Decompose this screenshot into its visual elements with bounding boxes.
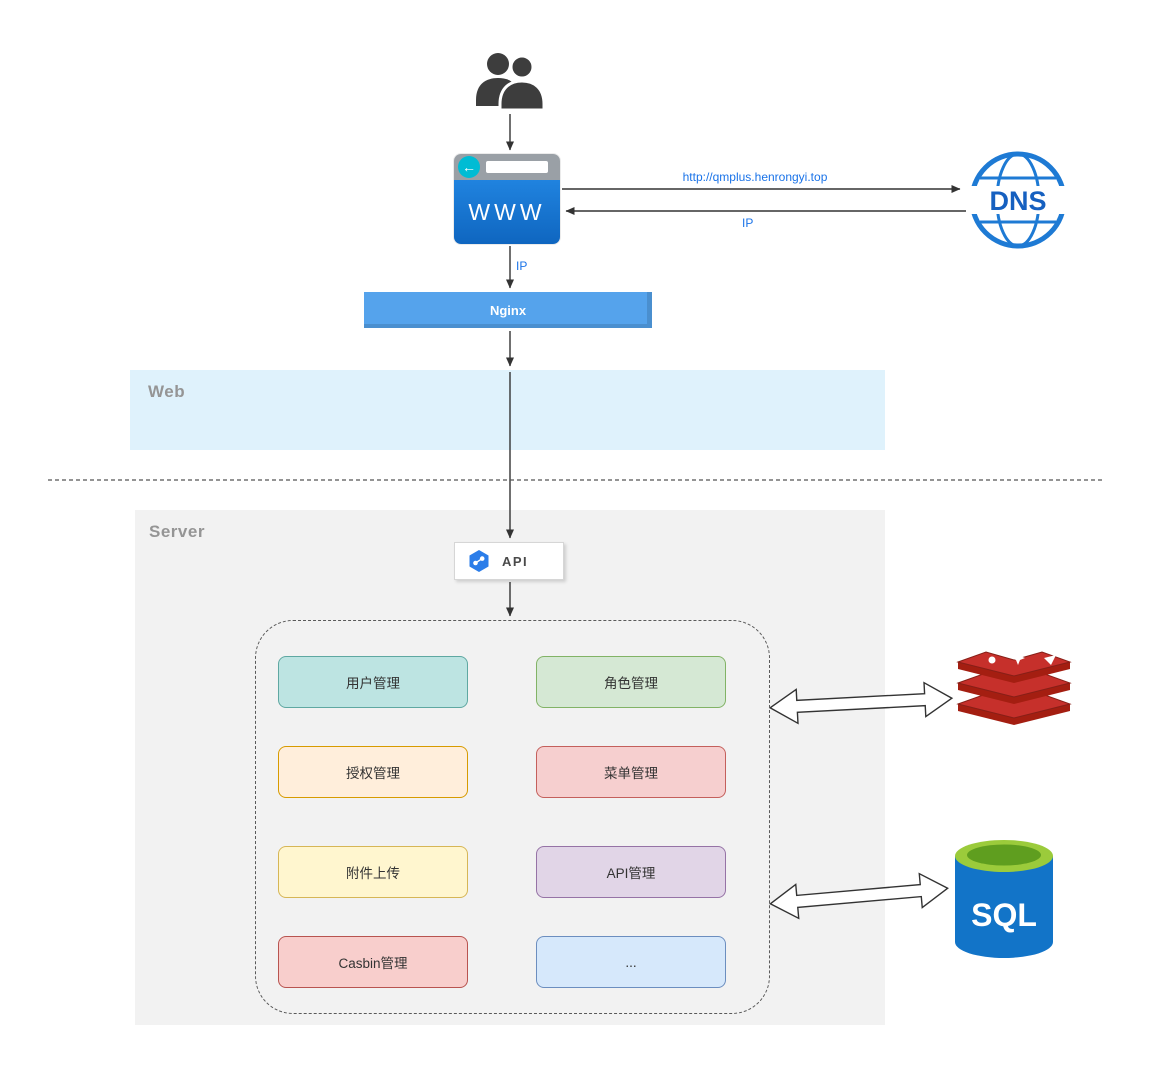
sql-database-icon: SQL [955, 840, 1053, 958]
dns-globe-icon: DNS [968, 151, 1068, 249]
module-box-3: 授权管理 [278, 746, 468, 798]
module-box-5: 附件上传 [278, 846, 468, 898]
server-zone-label: Server [149, 522, 205, 541]
edge-label-ip-request: IP [516, 259, 528, 273]
module-box-7: Casbin管理 [278, 936, 468, 988]
api-hexagon-icon [469, 550, 489, 572]
api-box: API [454, 542, 564, 580]
api-label: API [502, 553, 529, 569]
module-box-6: API管理 [536, 846, 726, 898]
web-zone: Web [130, 370, 885, 450]
module-box-4: 菜单管理 [536, 746, 726, 798]
web-zone-label: Web [148, 382, 186, 401]
redis-icon [956, 651, 1072, 725]
browser-label: WWW [468, 198, 546, 225]
sql-label: SQL [971, 897, 1037, 933]
browser-address-bar [486, 161, 548, 173]
module-box-1: 用户管理 [278, 656, 468, 708]
edge-label-ip-response: IP [742, 216, 754, 230]
edge-label-url: http://qmplus.henrongyi.top [682, 170, 828, 184]
browser-body: WWW [454, 180, 560, 244]
module-box-8: ... [536, 936, 726, 988]
module-box-2: 角色管理 [536, 656, 726, 708]
back-arrow-icon: ← [458, 156, 480, 178]
modules-container: 用户管理 角色管理授权管理 菜单管理附件上传 API管理 Casbin管理... [255, 620, 770, 1014]
users-icon [476, 53, 546, 112]
browser-toolbar: ← [454, 154, 560, 180]
browser-icon: ← WWW [454, 154, 560, 244]
dns-label: DNS [989, 186, 1046, 216]
nginx-label: Nginx [489, 302, 527, 318]
nginx-bar: Nginx [364, 292, 652, 328]
